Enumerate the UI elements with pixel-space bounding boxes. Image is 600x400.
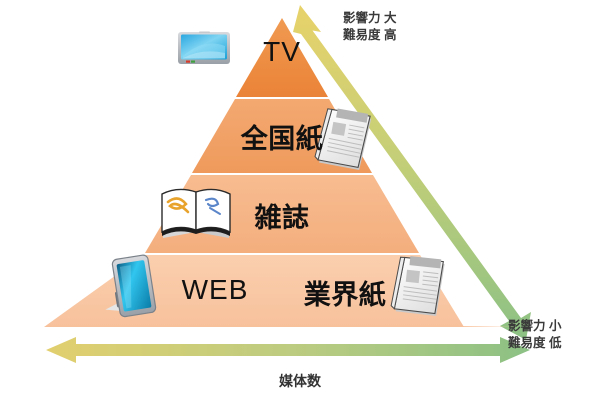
newspaper-icon: [314, 108, 372, 171]
difficulty-low-label-line2: 難易度 低: [508, 336, 562, 350]
media-count-label: 媒体数: [279, 373, 321, 389]
tier-label-tv: TV: [263, 36, 301, 67]
tier-label-magazine: 雑誌: [254, 203, 310, 233]
newspaper-icon: [390, 256, 445, 317]
tier-label-web: WEB: [181, 274, 249, 305]
tv-monitor-icon: [178, 31, 230, 64]
media-count-arrow: [46, 337, 530, 363]
difficulty-high-label-line2: 難易度 高: [343, 28, 397, 42]
pyramid-tier-tv[interactable]: [236, 18, 328, 97]
open-book-icon: [161, 188, 231, 238]
tier-label-national-paper: 全国紙: [240, 124, 324, 154]
influence-difficulty-arrow: [293, 5, 531, 340]
tier-label-trade-paper: 業界紙: [303, 280, 387, 310]
influence-low-label-line1: 影響力 小: [508, 319, 562, 333]
influence-high-label-line1: 影響力 大: [343, 11, 397, 25]
tablet-icon: [105, 254, 157, 318]
